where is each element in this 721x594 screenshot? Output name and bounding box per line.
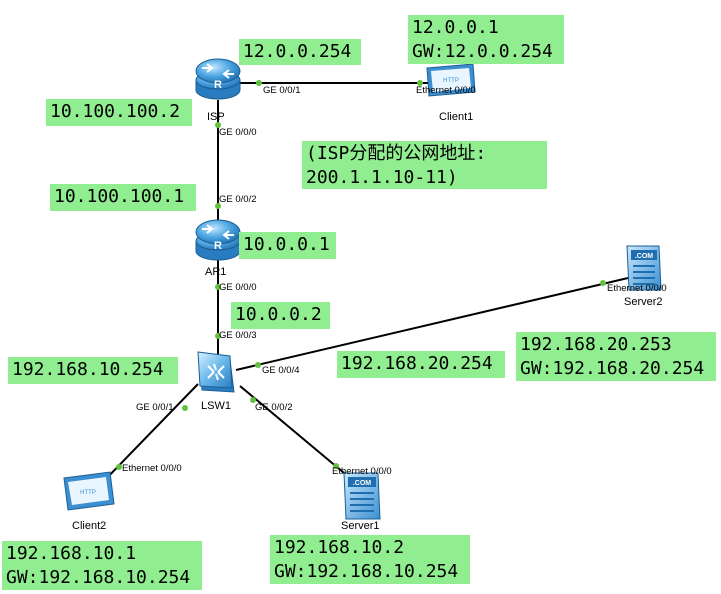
- port-dot: [215, 284, 221, 290]
- port-label: Ethernet 0/0/0: [122, 463, 182, 474]
- note-text: GW:192.168.20.254: [520, 358, 705, 379]
- port-dot: [600, 280, 606, 286]
- server-icon[interactable]: .COM: [626, 245, 662, 291]
- note-isp-ip: 12.0.0.254: [239, 39, 361, 65]
- note-text: 10.100.100.2: [50, 101, 181, 122]
- note-text: 10.100.100.1: [54, 186, 185, 207]
- note-text: 10.0.0.1: [243, 234, 330, 255]
- port-dot: [215, 333, 221, 339]
- note-text: 192.168.10.1: [6, 543, 137, 564]
- svg-text:R: R: [214, 240, 222, 252]
- port-dot: [182, 405, 188, 411]
- note-text: 12.0.0.254: [243, 41, 352, 62]
- port-label: GE 0/0/1: [263, 85, 301, 96]
- note-text: (ISP分配的公网地址:: [306, 143, 487, 164]
- device-name-lsw1: LSW1: [201, 400, 231, 412]
- port-dot: [333, 463, 339, 469]
- note-text: 12.0.0.1: [412, 17, 499, 38]
- note-text: 192.168.10.2: [274, 537, 405, 558]
- port-label: GE 0/0/2: [219, 194, 257, 205]
- note-vlan10-gw: 192.168.10.254: [8, 357, 178, 384]
- port-dots: [116, 80, 606, 470]
- switch-icon[interactable]: [197, 351, 235, 393]
- svg-text:HTTP: HTTP: [443, 78, 459, 84]
- device-name-client2: Client2: [72, 520, 107, 532]
- device-name-isp: ISP: [207, 111, 225, 123]
- client-icon[interactable]: HTTP: [63, 471, 115, 511]
- router-icon[interactable]: R: [195, 58, 241, 100]
- note-text: GW:192.168.10.254: [274, 561, 459, 582]
- device-name-client1: Client1: [439, 111, 474, 123]
- note-text: 192.168.20.254: [341, 353, 493, 374]
- port-dot: [116, 464, 122, 470]
- note-text: 192.168.20.253: [520, 334, 672, 355]
- note-text: GW:192.168.10.254: [6, 567, 191, 588]
- note-public-pool: (ISP分配的公网地址: 200.1.1.10-11): [302, 141, 547, 189]
- server-icon[interactable]: .COM: [343, 472, 381, 520]
- port-label: GE 0/0/0: [219, 282, 257, 293]
- svg-text:HTTP: HTTP: [80, 490, 96, 496]
- port-dot: [250, 397, 256, 403]
- note-ar1-lan: 10.0.0.1: [239, 232, 336, 259]
- port-label: Ethernet 0/0/0: [607, 283, 667, 294]
- port-dot: [255, 362, 261, 368]
- link-lsw1-server1: [239, 385, 351, 479]
- link-lsw1-server2: [235, 277, 629, 371]
- port-label: GE 0/0/1: [136, 402, 174, 413]
- note-lsw1-uplink: 10.0.0.2: [231, 302, 330, 329]
- port-label: GE 0/0/3: [219, 330, 257, 341]
- port-dot: [215, 122, 221, 128]
- note-isp-wan: 10.100.100.2: [46, 99, 192, 126]
- note-vlan20-gw: 192.168.20.254: [337, 351, 505, 378]
- port-label: GE 0/0/2: [255, 402, 293, 413]
- router-icon[interactable]: R: [195, 219, 241, 261]
- note-ar1-wan: 10.100.100.1: [50, 184, 196, 211]
- svg-text:R: R: [214, 79, 222, 91]
- device-name-ar1: AR1: [205, 266, 227, 278]
- port-dot: [215, 203, 221, 209]
- port-label: GE 0/0/0: [219, 127, 257, 138]
- device-name-server1: Server1: [341, 520, 380, 532]
- note-text: 200.1.1.10-11): [306, 167, 458, 188]
- port-dot: [256, 80, 262, 86]
- note-text: 10.0.0.2: [235, 304, 322, 325]
- svg-text:.COM: .COM: [353, 480, 371, 487]
- links: [101, 82, 629, 484]
- port-label: Ethernet 0/0/0: [416, 85, 476, 96]
- device-name-server2: Server2: [624, 296, 663, 308]
- port-label: GE 0/0/4: [262, 365, 300, 376]
- note-text: GW:12.0.0.254: [412, 41, 553, 62]
- port-label: Ethernet 0/0/0: [332, 466, 392, 477]
- note-text: 192.168.10.254: [12, 359, 164, 380]
- port-dot: [417, 80, 423, 86]
- svg-text:.COM: .COM: [635, 253, 653, 260]
- client-icon[interactable]: HTTP: [426, 63, 476, 97]
